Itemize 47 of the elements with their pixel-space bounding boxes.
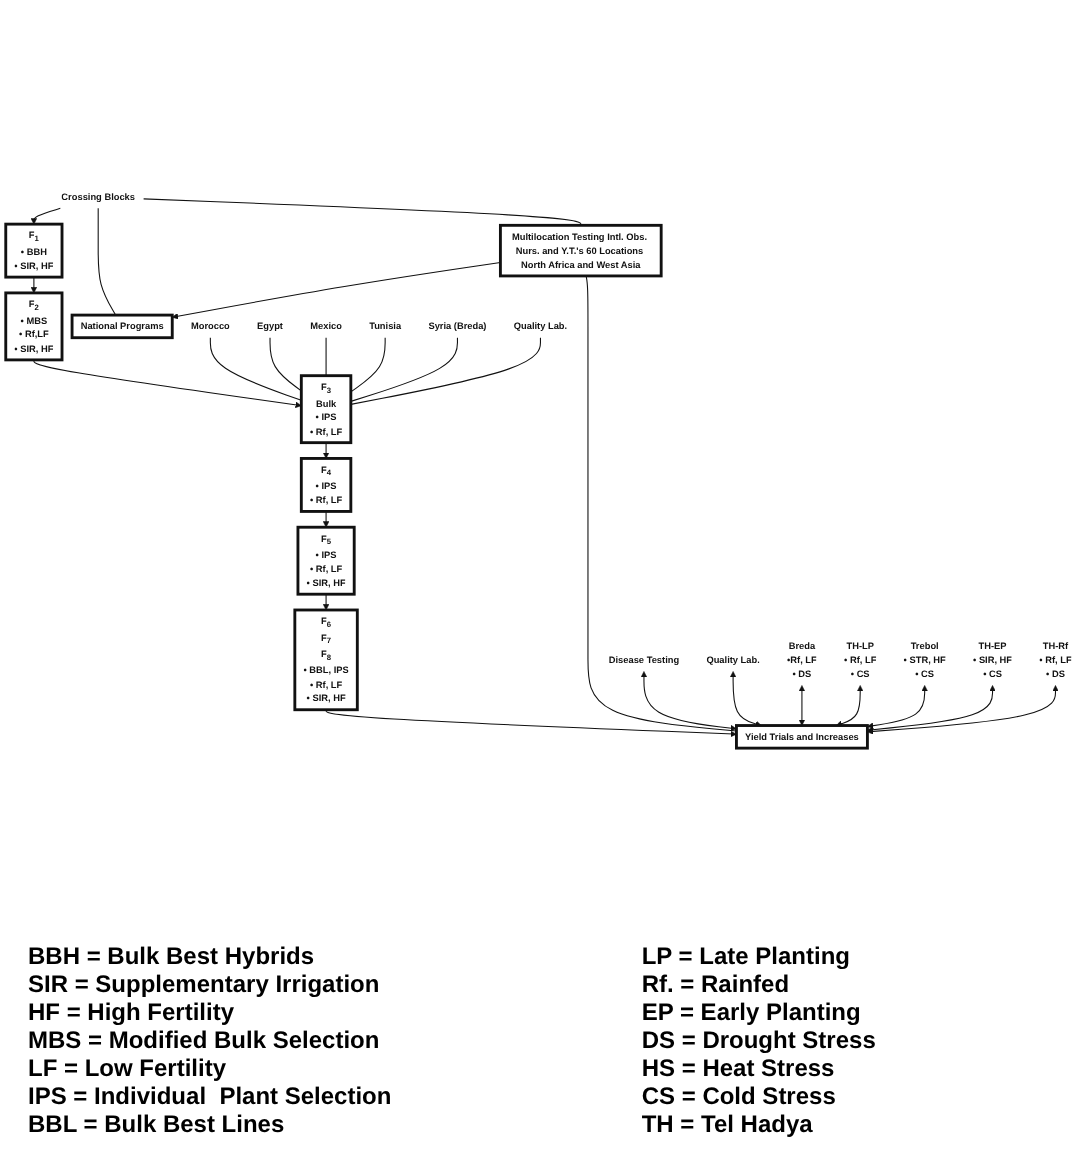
arrow	[729, 671, 762, 728]
abbreviation-key: HF = High Fertility	[28, 998, 582, 1026]
node-box	[498, 223, 663, 278]
node-box	[4, 291, 64, 362]
arrow	[867, 685, 996, 733]
node-box	[70, 313, 174, 340]
node-box	[296, 525, 356, 596]
abbreviation-key: BBL = Bulk Best Lines	[28, 1110, 582, 1138]
abbreviation-key: MBS = Modified Bulk Selection	[28, 1026, 582, 1054]
arrow	[640, 671, 737, 732]
connector	[350, 337, 541, 405]
abbreviation-key: EP = Early Planting	[641, 998, 1066, 1026]
abbreviation-key: HS = Heat Stress	[641, 1054, 1066, 1082]
abbreviation-key: BBH = Bulk Best Hybrids	[28, 942, 582, 970]
abbreviation-key: LF = Low Fertility	[28, 1054, 582, 1082]
node-box	[735, 724, 869, 750]
connector	[269, 337, 302, 392]
node-box	[293, 608, 359, 712]
arrow	[322, 442, 330, 459]
abbreviation-key: Rf. = Rainfed	[641, 970, 1066, 998]
arrow	[798, 685, 806, 726]
abbreviation-key: IPS = Individual Plant Selection	[28, 1082, 582, 1110]
arrow	[835, 685, 864, 727]
abbreviation-key: TH = Tel Hadya	[641, 1110, 1066, 1138]
node-box	[4, 222, 64, 279]
abbreviation-key: DS = Drought Stress	[641, 1026, 1066, 1054]
connector	[585, 275, 737, 732]
arrow	[30, 207, 61, 225]
connector	[209, 337, 302, 401]
arrow	[322, 593, 330, 611]
abbreviation-key: LP = Late Planting	[641, 942, 1066, 970]
connector	[350, 337, 386, 393]
arrow	[171, 262, 501, 320]
arrow	[30, 276, 38, 294]
abbreviation-key: SIR = Supplementary Irrigation	[28, 970, 582, 998]
connector	[143, 198, 582, 226]
arrow	[867, 685, 928, 729]
connector	[350, 337, 458, 402]
connector	[97, 207, 117, 316]
node-box	[299, 374, 353, 445]
arrow	[33, 359, 302, 409]
arrow	[867, 685, 1059, 735]
arrow	[322, 510, 330, 528]
node-box	[299, 457, 353, 513]
connector	[325, 337, 327, 377]
arrow	[325, 709, 737, 738]
abbreviation-key: CS = Cold Stress	[641, 1082, 1066, 1110]
